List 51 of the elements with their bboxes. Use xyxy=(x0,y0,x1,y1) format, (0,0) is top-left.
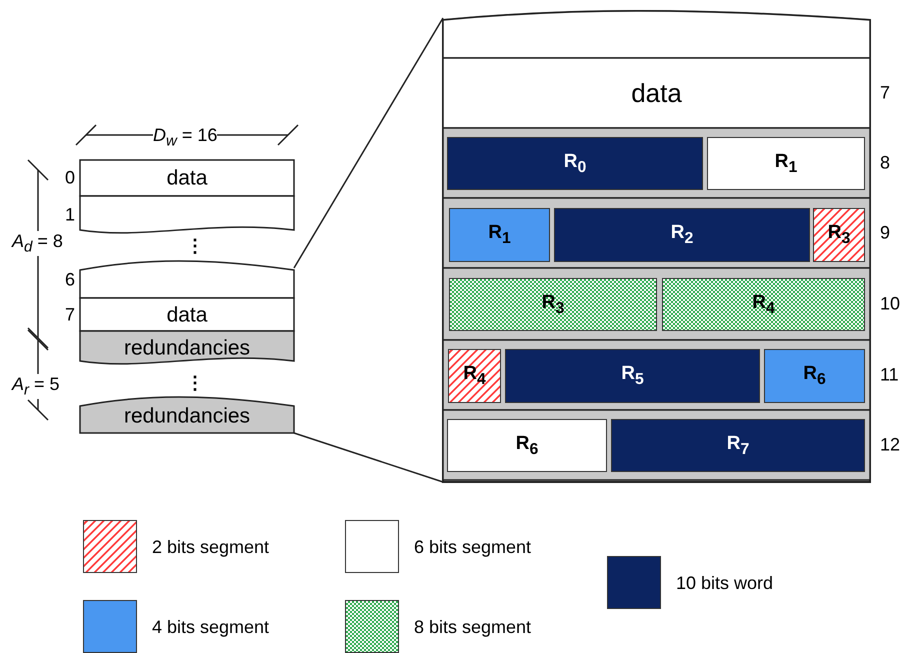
segment-block xyxy=(449,208,550,262)
segment-block xyxy=(764,349,865,403)
legend-label: 10 bits word xyxy=(676,573,774,594)
ellipsis-dots: ⋮ xyxy=(186,372,204,394)
register-label: R$_{0}$ xyxy=(564,152,586,176)
memory-row xyxy=(443,12,870,58)
register-label: R$_{7}$ xyxy=(726,434,750,458)
register-label: R$_{5}$ xyxy=(621,364,644,388)
row-number: 6 xyxy=(64,270,75,290)
register-label: R$_{4}$ xyxy=(752,292,775,316)
ellipsis-dots: ⋮ xyxy=(186,235,204,257)
register-label: R$_{6}$ xyxy=(516,434,538,458)
row-number: 11 xyxy=(880,364,899,386)
segment-block xyxy=(813,208,865,262)
row-label: redundancies xyxy=(124,338,250,358)
register-label: R$_{3}$ xyxy=(542,292,564,316)
row-number: 0 xyxy=(64,168,75,188)
row-number: 10 xyxy=(880,294,900,314)
word-block xyxy=(611,419,865,472)
zoom-line xyxy=(294,432,444,483)
row-number: 12 xyxy=(880,434,900,456)
row-label: data xyxy=(166,168,208,188)
segment-block xyxy=(707,137,865,190)
segment-block xyxy=(448,349,501,403)
row-number: 1 xyxy=(64,204,75,226)
word-block xyxy=(505,349,760,403)
row-label: data xyxy=(166,304,208,325)
register-label: R$_{2}$ xyxy=(670,223,694,247)
legend-label: 2 bits segment xyxy=(152,537,270,558)
row-label: redundancies xyxy=(124,405,250,426)
redundancy-row xyxy=(80,398,294,433)
segment-block xyxy=(447,419,607,472)
legend-label: 4 bits segment xyxy=(152,617,270,638)
register-label: R$_{1}$ xyxy=(488,223,511,247)
row-label: data xyxy=(631,80,682,106)
row-number: 9 xyxy=(880,222,890,244)
legend-label: 8 bits segment xyxy=(414,617,532,638)
dimension-label: A$_{d}$ = 8 xyxy=(12,231,63,256)
register-label: R$_{1}$ xyxy=(774,152,798,176)
legend-label: 6 bits segment xyxy=(414,537,532,558)
segment-block xyxy=(662,278,865,331)
register-label: R$_{6}$ xyxy=(803,364,826,388)
row-number: 8 xyxy=(880,152,890,174)
dimension-label: A$_{r}$ = 5 xyxy=(12,374,60,399)
segment-block xyxy=(449,278,657,331)
zoom-line xyxy=(293,18,444,268)
word-block xyxy=(447,137,703,190)
row-number: 7 xyxy=(64,304,75,325)
row-number: 7 xyxy=(880,82,890,104)
word-block xyxy=(554,208,810,262)
redundancy-row xyxy=(80,331,294,365)
